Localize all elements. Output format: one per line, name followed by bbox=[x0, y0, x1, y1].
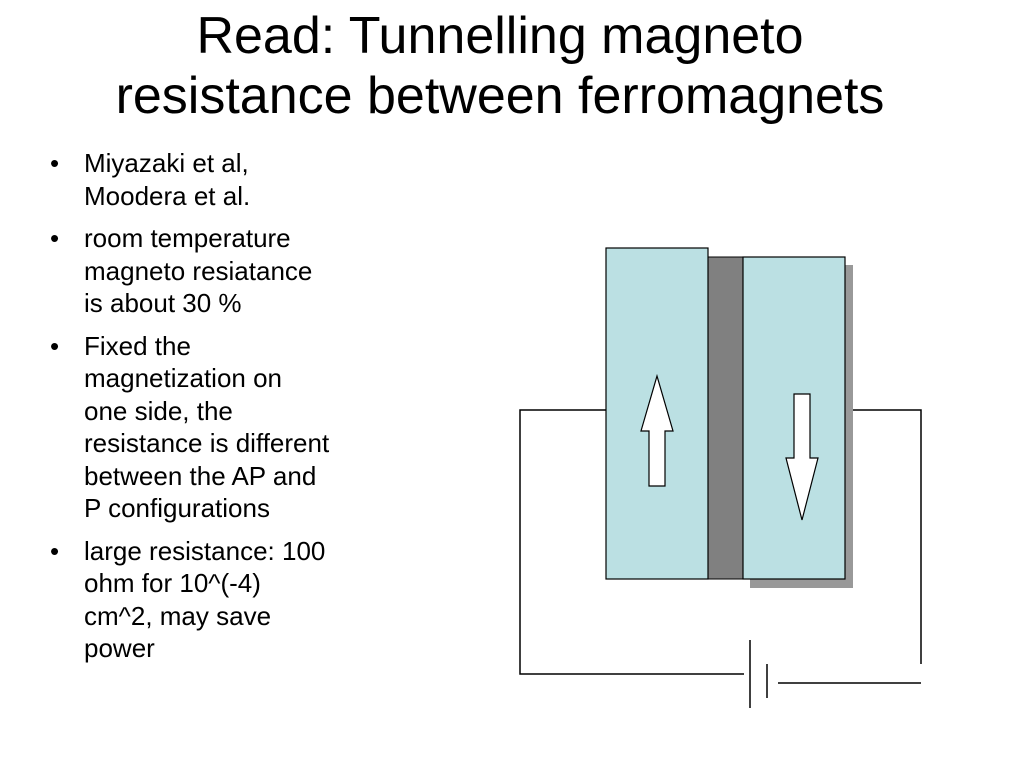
bullet-line: ohm for 10^(-4) bbox=[84, 568, 261, 598]
bullet-line: magneto resiatance bbox=[84, 255, 313, 286]
tunnel-barrier bbox=[707, 256, 744, 580]
bullet-item-authors: Miyazaki et al, Moodera et al. bbox=[44, 147, 424, 212]
slide-title: Read: Tunnelling magneto resistance betw… bbox=[0, 6, 1000, 126]
bullet-line: room temperature bbox=[84, 223, 291, 253]
bullet-line: large resistance: 100 bbox=[84, 535, 326, 566]
bullet-item-room-temperature: room temperature magneto resiatance is a… bbox=[44, 222, 424, 320]
circuit-wire-left bbox=[519, 409, 744, 675]
bullet-list: Miyazaki et al, Moodera et al. room temp… bbox=[44, 147, 424, 675]
bullet-line: one side, the bbox=[84, 395, 233, 426]
bullet-line: between the AP and bbox=[84, 460, 317, 491]
bullet-line: cm^2, may save bbox=[84, 600, 272, 631]
bullet-line: power bbox=[84, 633, 155, 663]
title-line-2: resistance between ferromagnets bbox=[115, 67, 885, 125]
mtj-diagram bbox=[519, 247, 922, 708]
bullet-line: resistance is different bbox=[84, 428, 330, 458]
bullet-line: Moodera et al. bbox=[84, 180, 251, 211]
bullet-item-large-resistance: large resistance: 100 ohm for 10^(-4) cm… bbox=[44, 535, 424, 665]
bullet-item-fixed-magnetization: Fixed the magnetization on one side, the… bbox=[44, 330, 424, 525]
circuit-wire-right bbox=[846, 409, 922, 664]
bullet-line: P configurations bbox=[84, 493, 270, 523]
title-line-1: Read: Tunnelling magneto bbox=[196, 7, 804, 65]
bullet-line: Fixed the bbox=[84, 330, 191, 361]
magnetization-down-arrow-icon bbox=[785, 393, 819, 521]
bullet-line: is about 30 % bbox=[84, 288, 242, 318]
magnetization-up-arrow-icon bbox=[640, 373, 674, 487]
bullet-line: Miyazaki et al, bbox=[84, 148, 249, 178]
bullet-line: magnetization on bbox=[84, 363, 283, 393]
